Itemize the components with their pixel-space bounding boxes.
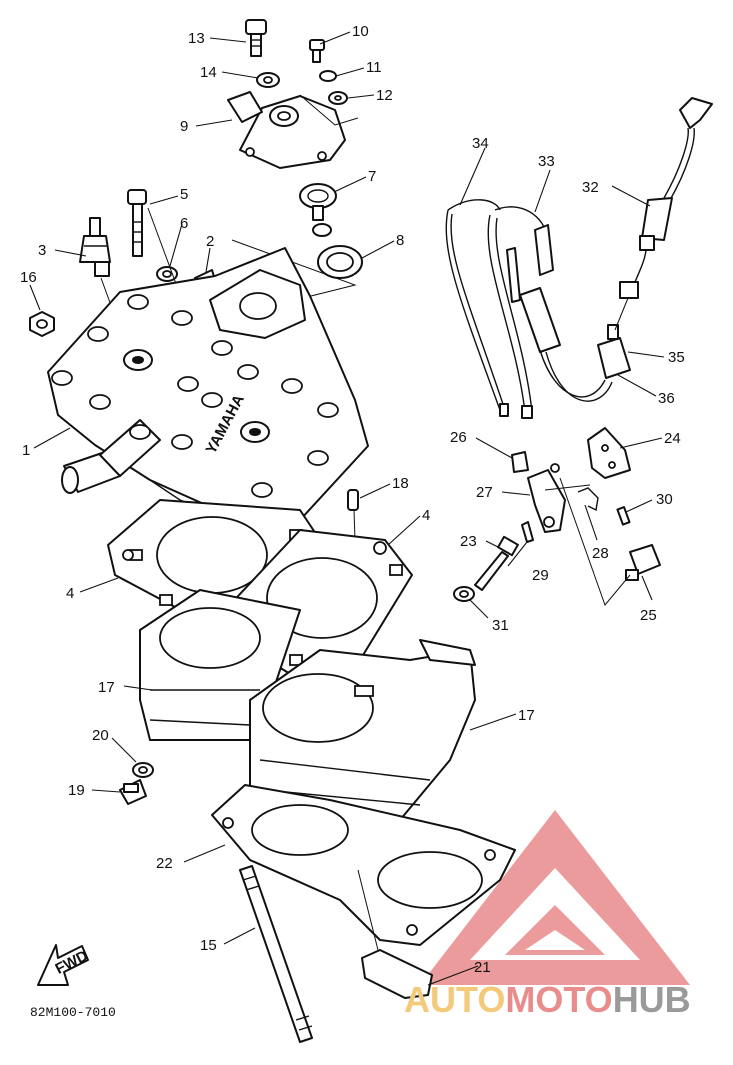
callout-33: 33 <box>538 153 555 170</box>
callout-35: 35 <box>668 349 685 366</box>
callout-8: 8 <box>396 232 404 249</box>
callout-11: 11 <box>366 59 382 76</box>
callout-5: 5 <box>180 186 188 203</box>
callout-32: 32 <box>582 179 599 196</box>
callout-25: 25 <box>640 607 657 624</box>
water-pump-group <box>227 19 363 301</box>
callout-17b: 17 <box>518 707 535 724</box>
cylinder-right <box>249 639 476 821</box>
exhaust-block <box>357 869 433 999</box>
callout-20: 20 <box>92 727 109 744</box>
watermark-hub: HUB <box>613 979 691 1020</box>
callout-6: 6 <box>180 215 188 232</box>
dowel-pin <box>347 489 359 541</box>
leader-lines <box>29 31 665 986</box>
callout-12: 12 <box>376 87 393 104</box>
callout-7: 7 <box>368 168 376 185</box>
callout-13: 13 <box>188 30 205 47</box>
callout-29: 29 <box>532 567 549 584</box>
watermark-logo <box>420 810 690 985</box>
callout-numbers: 1 2 3 4 4 5 6 7 8 9 10 11 12 13 14 15 16… <box>20 23 685 976</box>
callout-24: 24 <box>664 430 681 447</box>
callout-22: 22 <box>156 855 173 872</box>
callout-10: 10 <box>352 23 369 40</box>
callout-4a: 4 <box>66 585 74 602</box>
callout-19: 19 <box>68 782 85 799</box>
callout-9: 9 <box>180 118 188 135</box>
callout-4b: 4 <box>422 507 430 524</box>
cable-assembly <box>445 97 713 419</box>
callout-16: 16 <box>20 269 37 286</box>
base-gasket <box>211 784 516 946</box>
callout-34: 34 <box>472 135 489 152</box>
callout-36: 36 <box>658 390 675 407</box>
head-bolt-holes <box>51 294 339 498</box>
watermark-text: AUTOMOTOHUB <box>404 979 691 1020</box>
callout-28: 28 <box>592 545 609 562</box>
cylinder-head: YAMAHA <box>47 247 369 531</box>
callout-15: 15 <box>200 937 217 954</box>
drain-bolt <box>119 762 154 805</box>
callout-26: 26 <box>450 429 467 446</box>
linkage-group <box>453 427 661 606</box>
diagram-code: 82M100-7010 <box>30 1005 116 1020</box>
callout-1: 1 <box>22 442 30 459</box>
callout-23: 23 <box>460 533 477 550</box>
callout-21: 21 <box>474 959 491 976</box>
callout-31: 31 <box>492 617 509 634</box>
callout-17a: 17 <box>98 679 115 696</box>
callout-27: 27 <box>476 484 493 501</box>
forward-arrow: FWD <box>37 944 91 986</box>
callout-2: 2 <box>206 233 214 250</box>
callout-3: 3 <box>38 242 46 259</box>
watermark-auto: AUTO <box>404 979 505 1020</box>
callout-14: 14 <box>200 64 217 81</box>
callout-30: 30 <box>656 491 673 508</box>
cylinder-stud <box>239 865 313 1043</box>
callout-18: 18 <box>392 475 409 492</box>
watermark-moto: MOTO <box>505 979 612 1020</box>
